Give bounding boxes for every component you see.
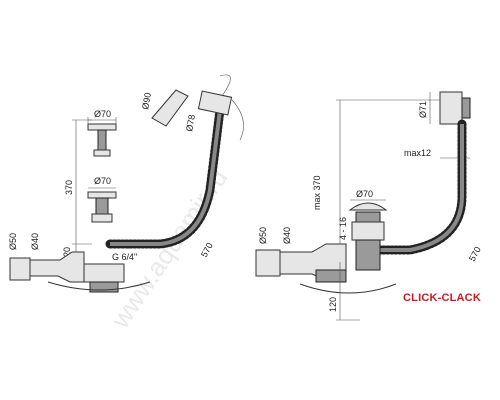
dim-right-d40: Ø40 (282, 227, 292, 244)
dim-right-d50: Ø50 (258, 227, 268, 244)
dim-left-370: 370 (64, 180, 74, 195)
dim-right-120: 120 (328, 297, 338, 312)
dim-left-d70-top: Ø70 (94, 109, 111, 119)
dim-right-570: 570 (467, 245, 483, 263)
left-stopper-mid: Ø70 (87, 176, 117, 223)
dim-left-d70-mid: Ø70 (94, 176, 111, 186)
dim-left-570: 570 (199, 241, 215, 259)
right-overflow-cap (439, 91, 471, 125)
left-trap (9, 251, 151, 293)
right-drawing: Ø71 max12 max 370 Ø70 4 - 16 Ø50 Ø40 (255, 91, 483, 321)
dim-left-thread: G 6/4" (112, 252, 137, 262)
click-clack-label: CLICK-CLACK (403, 292, 481, 304)
dim-right-max370: max 370 (312, 175, 322, 210)
left-overflow-head (151, 74, 244, 141)
right-drain-stopper (348, 202, 388, 271)
left-drawing: Ø70 370 Ø70 120 Ø50 Ø40 G 6/4" (8, 74, 244, 293)
dim-right-4-16: 4 - 16 (338, 217, 348, 240)
dim-right-d70: Ø70 (356, 189, 373, 199)
dim-right-max12: max12 (404, 148, 431, 158)
dim-left-120: 120 (62, 247, 72, 262)
left-stopper-cap (87, 123, 117, 157)
dim-left-d78: Ø78 (184, 114, 197, 132)
right-trap (255, 243, 397, 294)
dim-left-d90: Ø90 (140, 92, 153, 110)
dim-left-d50: Ø50 (8, 233, 18, 250)
dim-right-d71: Ø71 (418, 101, 428, 118)
dim-left-d40: Ø40 (30, 233, 40, 250)
